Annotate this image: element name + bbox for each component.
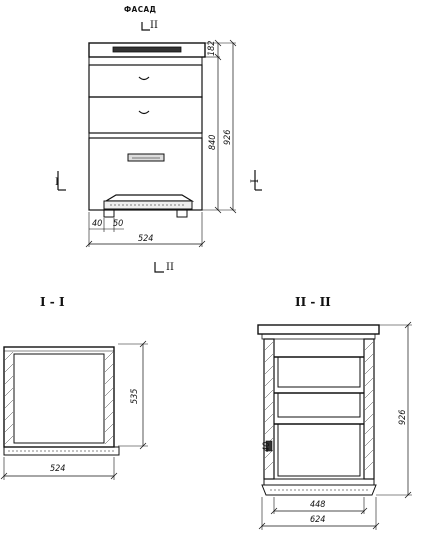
facade-entrance: [103, 194, 195, 202]
facade-section-mark-right: I: [250, 179, 261, 183]
section-1-title: I - I: [40, 295, 65, 309]
facade-body: [88, 137, 203, 211]
section-2-dim-outer: 624: [310, 515, 326, 525]
facade-super-1: [88, 56, 203, 66]
cut-mark-bottom: [154, 262, 164, 273]
section-2-title: II - II: [295, 295, 331, 309]
section-2-dim-inner: 448: [310, 500, 326, 510]
s1-base: [3, 446, 120, 456]
cut-mark-top: [141, 22, 150, 31]
section-2-dim-height: 926: [398, 409, 408, 425]
facade-dim-width: 524: [138, 234, 154, 244]
s2-frame-2: [277, 392, 361, 418]
section-1-dim-height: 535: [130, 388, 140, 404]
facade-strip: [88, 132, 203, 139]
facade-handle-1: [138, 76, 150, 81]
s2-frame-1: [277, 356, 361, 388]
s2-roof: [257, 324, 380, 335]
section-1-view: [0, 340, 148, 480]
facade-view: [57, 22, 262, 273]
s2-base: [261, 484, 377, 496]
facade-roof-vent: [112, 46, 182, 53]
facade-dim-foot-a: 40: [92, 219, 103, 229]
facade-foot-left: [103, 208, 115, 218]
facade-super-2: [88, 64, 203, 98]
section-2-view: [257, 321, 412, 530]
s2-bottom: [263, 478, 375, 486]
facade-handle-2: [138, 110, 150, 115]
facade-dim-top: 182: [207, 40, 217, 56]
s2-frame-3: [277, 423, 361, 477]
section-1-dim-width: 524: [50, 464, 66, 474]
s2-left-wall: [263, 338, 275, 480]
facade-dim-foot-b: 50: [113, 219, 124, 229]
s2-right-wall: [363, 338, 375, 480]
facade-dim-body: 840: [208, 134, 218, 150]
facade-foot-right: [176, 208, 188, 218]
s1-outer: [3, 346, 115, 448]
section-2-dim-side: 40: [262, 441, 272, 452]
facade-section-mark-left: I: [55, 177, 59, 188]
facade-handle-3: [127, 153, 165, 162]
facade-super-3: [88, 96, 203, 134]
facade-section-mark-bottom: II: [166, 262, 174, 273]
facade-dim-total: 926: [223, 129, 233, 145]
s1-inner: [13, 353, 105, 444]
facade-section-mark-top: II: [150, 20, 158, 31]
facade-title: ФАСАД: [124, 5, 157, 14]
